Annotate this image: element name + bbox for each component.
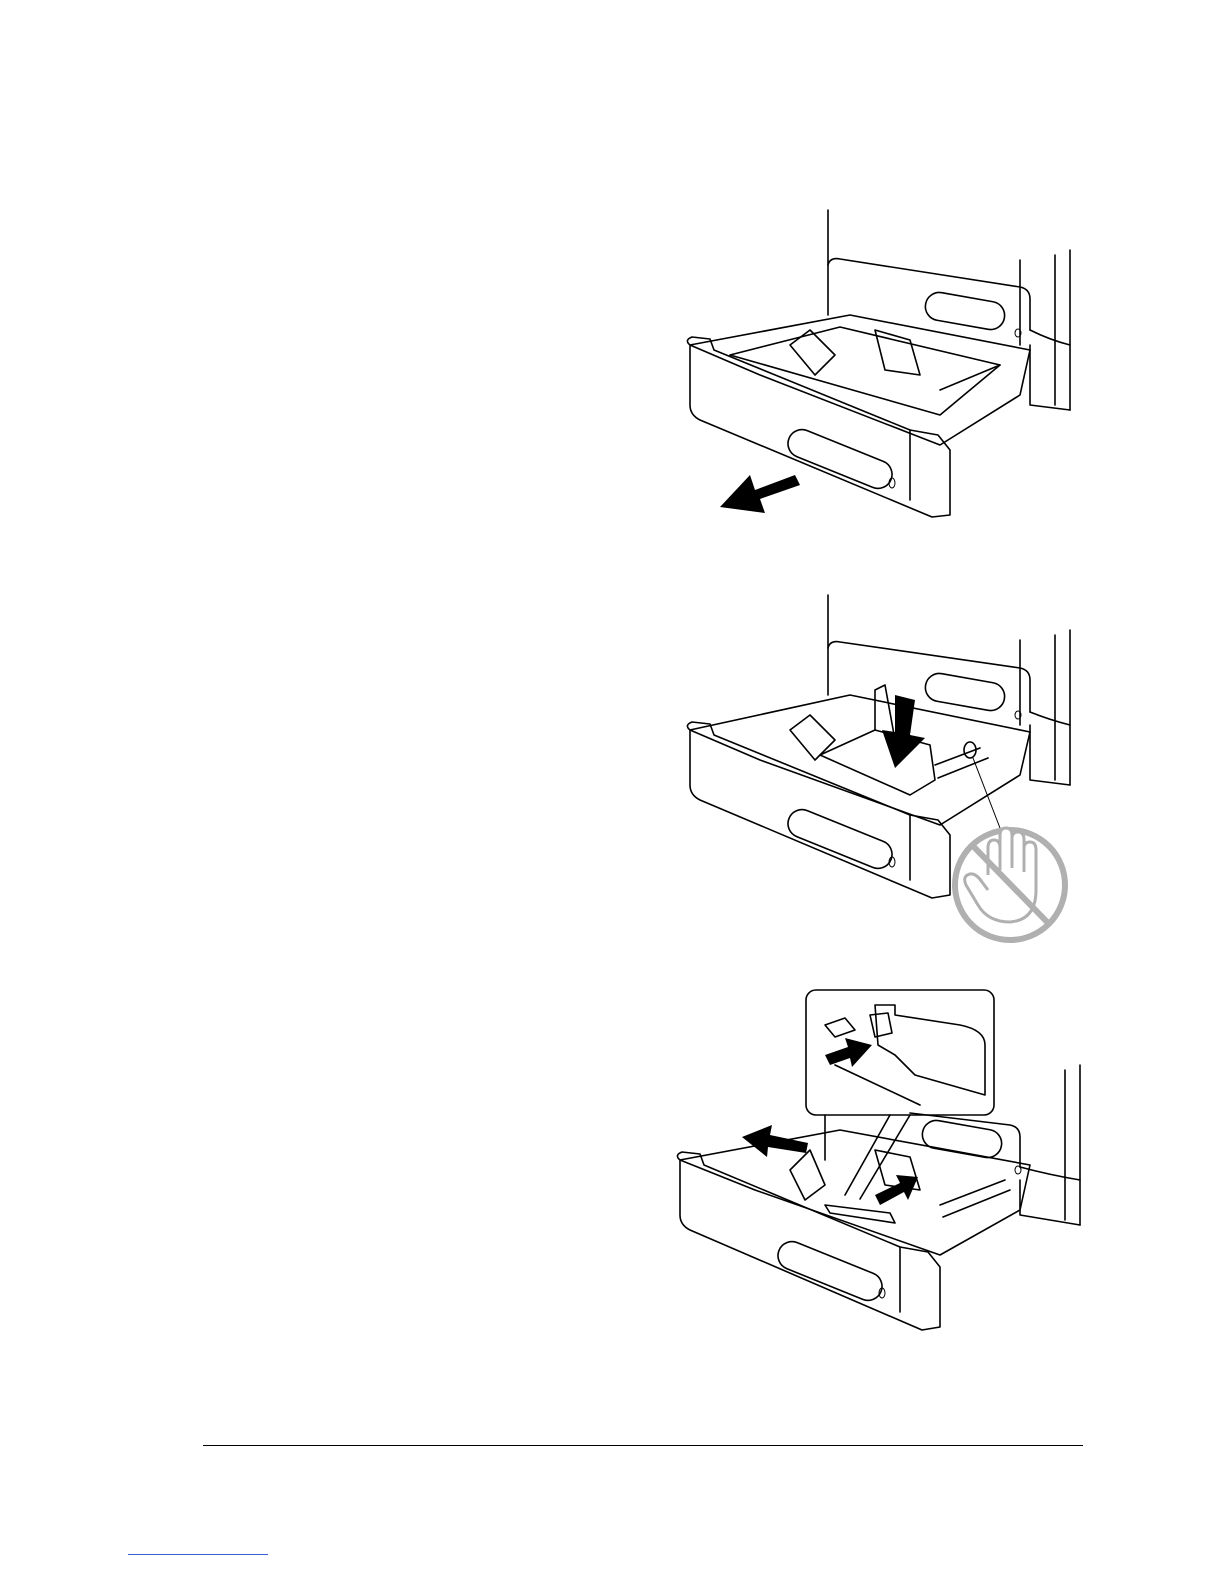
footer-rule	[203, 1445, 1083, 1446]
plate-press-illustration	[670, 590, 1090, 950]
figure-slide-guides	[660, 985, 1100, 1345]
tray-pull-illustration	[670, 205, 1090, 525]
arrow-pull-icon	[720, 475, 800, 513]
printer-icon	[828, 595, 1070, 785]
callout-detail-icon	[806, 990, 994, 1199]
paper-tray-icon	[677, 1130, 1030, 1330]
printer-icon	[828, 210, 1070, 410]
paper-tray-icon	[687, 315, 1030, 517]
no-touch-hand-icon	[955, 828, 1065, 940]
figure-pull-out-tray	[670, 205, 1090, 525]
arrow-left-icon	[742, 1125, 808, 1157]
arrow-right-icon	[875, 1175, 918, 1205]
figure-press-down-plate	[670, 590, 1090, 950]
guide-slide-illustration	[660, 985, 1100, 1345]
link-underline[interactable]	[128, 1554, 268, 1555]
paper-tray-icon	[687, 685, 1030, 898]
